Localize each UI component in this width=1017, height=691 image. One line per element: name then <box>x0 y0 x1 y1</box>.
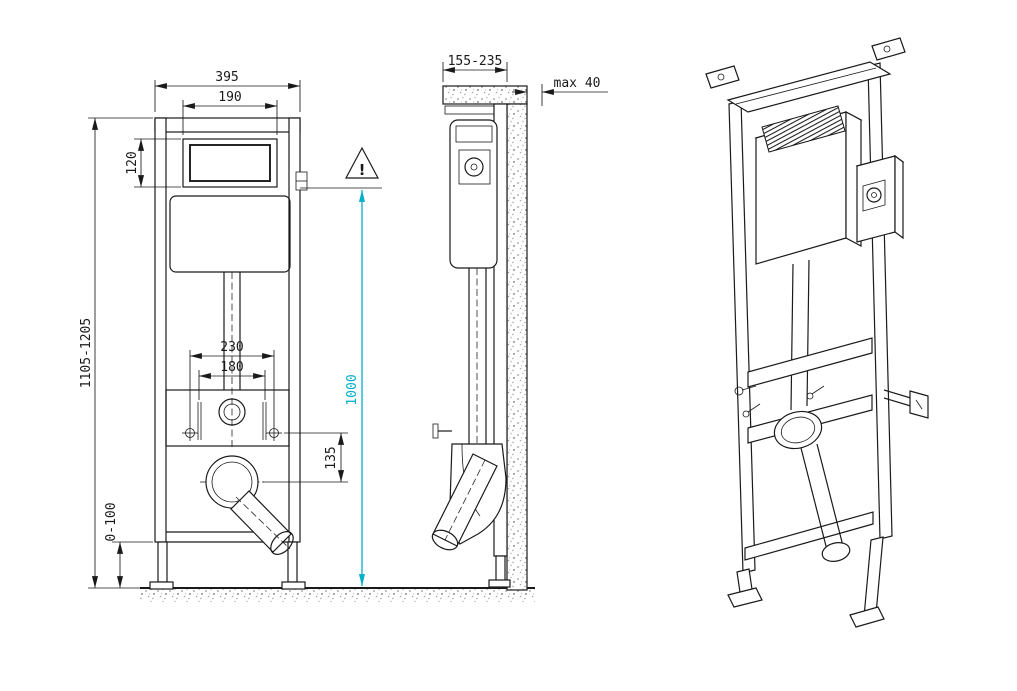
front-right-foot <box>281 581 306 590</box>
water-inlet <box>218 398 246 426</box>
iso-legs <box>727 536 885 628</box>
side-leg <box>495 555 506 583</box>
actuation-height-dimension: 1000 ! <box>300 146 382 586</box>
side-view: 155-235 max 40 <box>431 54 608 591</box>
front-frame <box>149 117 308 590</box>
iso-stud-left <box>742 410 750 418</box>
side-bowl-connector <box>431 443 507 551</box>
front-cistern <box>169 195 291 273</box>
side-cistern <box>449 119 498 269</box>
iso-bottom-crossbar <box>744 511 874 561</box>
front-mounting-crossbar <box>165 389 290 447</box>
wall-top-band <box>442 85 528 105</box>
fill-valve-box <box>458 149 491 185</box>
iso-left-foot <box>727 587 763 608</box>
isometric-view <box>705 37 929 628</box>
dim-actuation-height: 1000 <box>345 374 360 405</box>
side-foot <box>488 579 511 588</box>
iso-right-flange <box>871 37 906 61</box>
dim-total-width: 395 <box>215 70 238 85</box>
iso-left-rail <box>728 100 756 574</box>
svg-text:!: ! <box>359 161 366 179</box>
front-flush-plate-opening <box>182 138 278 188</box>
iso-right-foot <box>849 606 885 628</box>
iso-drain-pipe <box>800 443 851 562</box>
front-left-foot <box>149 581 174 590</box>
dim-bolt-spacing-inner: 180 <box>220 360 243 375</box>
iso-right-rail <box>867 62 893 540</box>
dim-frame-height: 1105-1205 <box>79 318 94 388</box>
front-dimensions: 395 190 120 1105-1205 0-100 230 <box>79 70 348 589</box>
wall-vertical-band <box>506 103 528 591</box>
iso-cistern <box>754 105 863 265</box>
iso-flush-pipe <box>790 259 810 411</box>
wall-section <box>442 85 528 591</box>
mounting-bolt-right <box>266 425 282 441</box>
supply-stub <box>432 423 452 439</box>
front-drain <box>200 455 294 555</box>
fill-valve <box>464 157 484 177</box>
dim-wall-clearance: max 40 <box>554 76 601 91</box>
warning-icon: ! <box>345 146 379 179</box>
iso-drain <box>773 410 823 450</box>
dim-plate-width: 190 <box>218 90 241 105</box>
iso-stud-right <box>806 392 814 400</box>
side-dimensions: 155-235 max 40 <box>442 54 608 106</box>
iso-top-crossbar <box>705 37 906 113</box>
iso-left-flange <box>705 65 740 89</box>
iso-control-box <box>855 154 905 243</box>
dim-bolt-spacing-outer: 230 <box>220 340 243 355</box>
dim-foot-adjust: 0-100 <box>104 502 119 541</box>
iso-water-valve <box>734 386 744 396</box>
mounting-bolt-left <box>182 425 198 441</box>
threaded-studs <box>197 402 267 440</box>
dim-plate-height: 120 <box>125 151 140 174</box>
side-flush-pipe <box>432 268 487 456</box>
iso-plate-opening-hatch <box>761 105 846 153</box>
dim-outlet-offset: 135 <box>324 446 339 469</box>
front-left-leg <box>157 541 168 583</box>
iso-wall-bracket <box>883 389 929 419</box>
front-view: 395 190 120 1105-1205 0-100 230 <box>79 70 382 590</box>
ground-line <box>140 587 535 602</box>
dim-depth-range: 155-235 <box>448 54 503 69</box>
